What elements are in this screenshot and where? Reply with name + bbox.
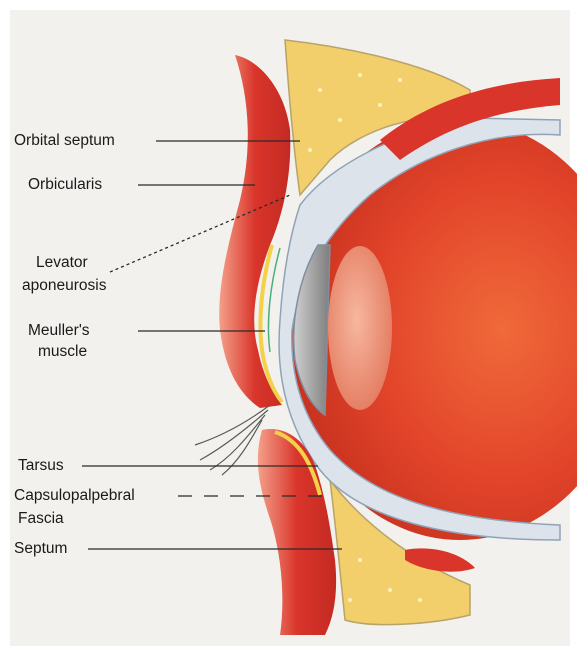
label-capsulopalpebral-line1: Capsulopalpebral <box>14 486 135 505</box>
label-septum: Septum <box>14 539 67 558</box>
label-tarsus: Tarsus <box>18 456 64 475</box>
label-levator-line1: Levator <box>36 253 88 272</box>
label-meuller-line1: Meuller's <box>28 321 90 340</box>
label-meuller-line2: muscle <box>38 342 87 361</box>
label-capsulopalpebral-line2: Fascia <box>18 509 64 528</box>
label-levator-line2: aponeurosis <box>22 276 106 295</box>
label-orbital-septum: Orbital septum <box>14 131 115 150</box>
lens <box>328 246 392 410</box>
label-orbicularis: Orbicularis <box>28 175 102 194</box>
